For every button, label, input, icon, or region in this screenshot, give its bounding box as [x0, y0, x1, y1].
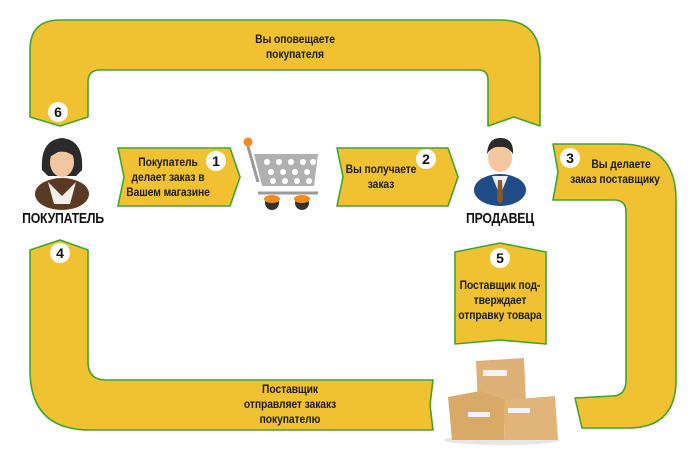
cardboard-boxes-icon	[444, 358, 560, 445]
step-4-line: отправляет закакз	[243, 397, 337, 411]
step-6-line: покупателя	[266, 47, 324, 61]
step-3-line: Вы делаете	[591, 157, 651, 171]
step-3-line: заказ поставщику	[570, 172, 660, 186]
step-4-line: покупателю	[259, 412, 321, 426]
seller-avatar-icon	[474, 138, 526, 206]
step-badge-5: 5	[490, 248, 510, 268]
step-badge-2: 2	[416, 149, 436, 169]
step-badge-4: 4	[50, 243, 70, 263]
step-5-line: отправку товара	[458, 308, 542, 322]
step-1-line: Вашем магазине	[126, 185, 210, 199]
step-2-line: заказ	[367, 177, 395, 191]
step-label-3: Вы делаете заказ поставщику	[568, 157, 663, 187]
arrow-step-5	[454, 242, 547, 345]
step-6-line: Вы оповещаете	[255, 32, 335, 46]
step-label-4: Поставщик отправляет закакз покупателю	[238, 382, 341, 427]
arrow-step-6	[29, 19, 541, 127]
step-5-line: тверждает	[473, 293, 527, 307]
buyer-avatar-icon	[35, 138, 89, 210]
step-5-line: Поставщик под-	[459, 278, 541, 292]
step-4-line: Поставщик	[262, 382, 318, 396]
step-badge-3: 3	[560, 148, 580, 168]
buyer-label: ПОКУПАТЕЛЬ	[22, 210, 104, 227]
step-badge-6: 6	[48, 102, 68, 122]
step-badge-1: 1	[206, 151, 226, 171]
step-label-5: Поставщик под- тверждает отправку товара	[455, 278, 544, 323]
step-1-line: делает заказ в	[131, 170, 205, 184]
seller-label: ПРОДАВЕЦ	[465, 210, 535, 227]
step-2-line: Вы получаете	[345, 162, 417, 176]
step-1-line: Покупатель	[138, 155, 198, 169]
arrow-step-4	[29, 239, 434, 431]
step-label-6: Вы оповещаете покупателя	[248, 32, 343, 62]
shopping-cart-icon	[243, 137, 318, 210]
step-label-1: Покупатель делает заказ в Вашем магазине	[125, 155, 211, 200]
step-label-2: Вы получаете заказ	[344, 162, 418, 192]
arrow-step-3	[552, 143, 677, 429]
